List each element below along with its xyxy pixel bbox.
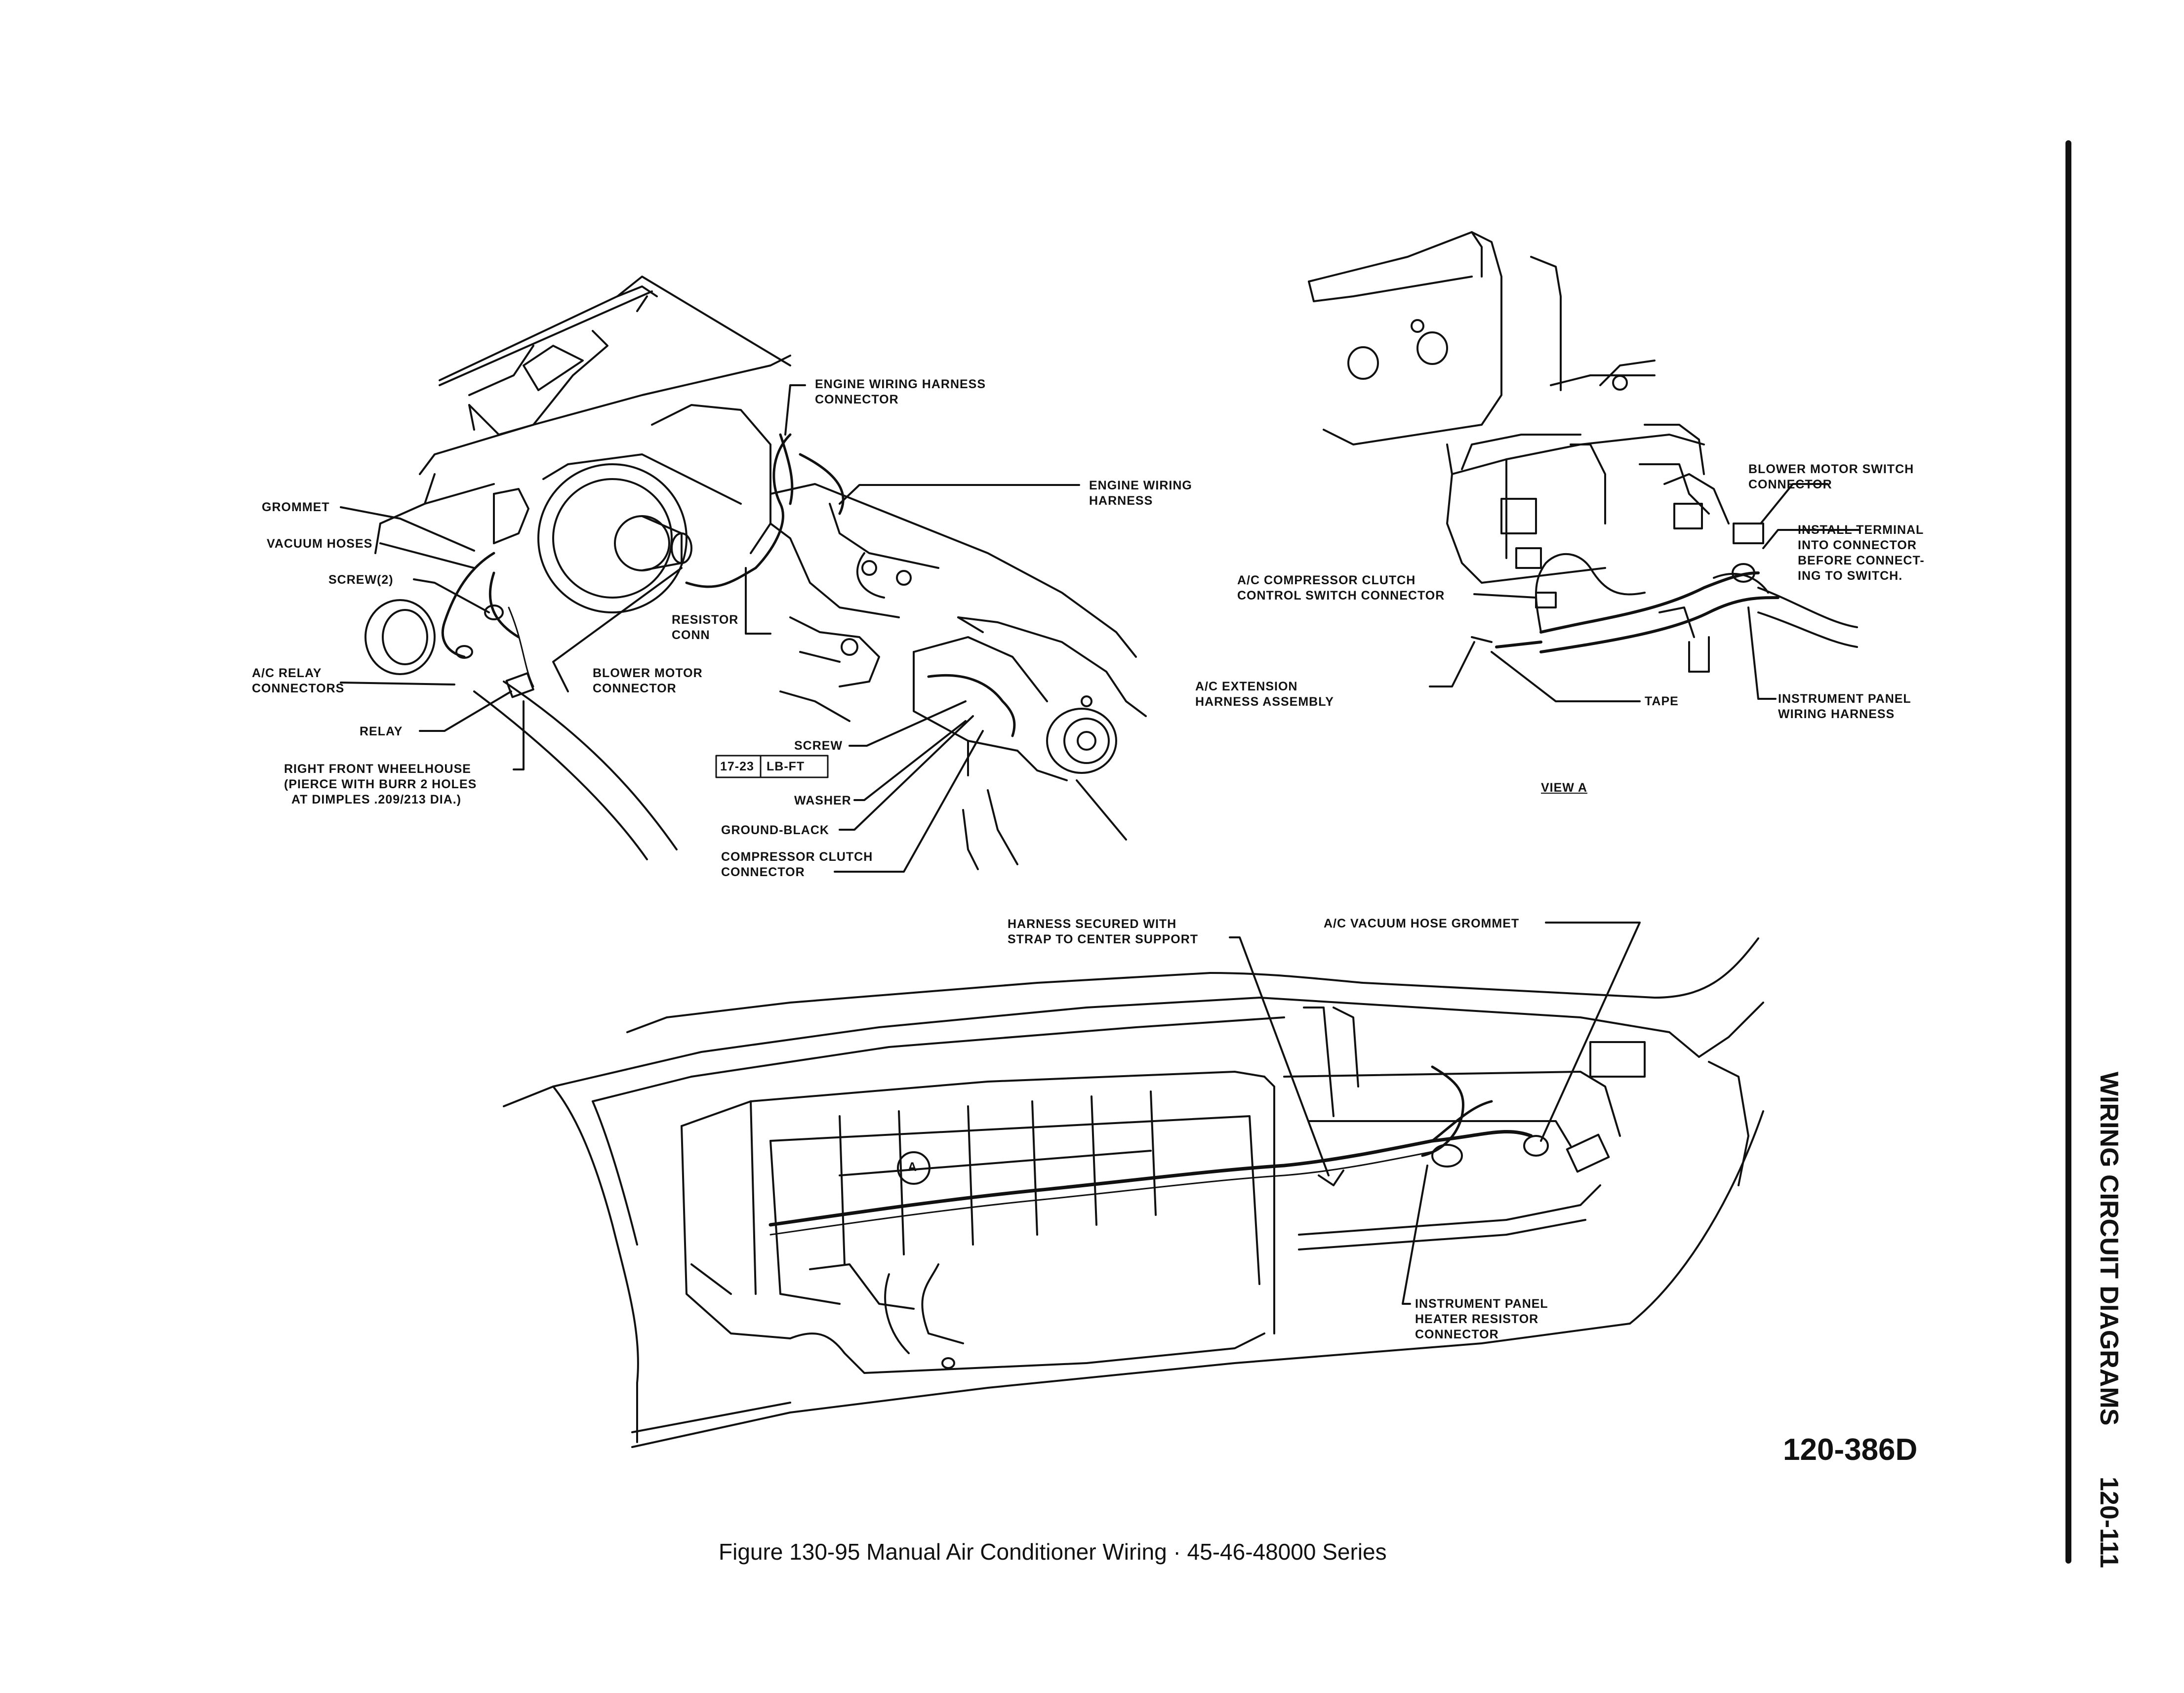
label-blower-motor-connector: BLOWER MOTOR CONNECTOR — [593, 666, 703, 695]
label-ac-vacuum-hose-grommet: A/C VACUUM HOSE GROMMET — [1324, 917, 1520, 930]
label-resistor-conn: RESISTOR CONN — [672, 613, 739, 642]
label-ac-extension-harness-assembly: A/C EXTENSION HARNESS ASSEMBLY — [1195, 680, 1334, 709]
label-instrument-panel-heater-resistor-connector: INSTRUMENT PANEL HEATER RESISTOR CONNECT… — [1415, 1297, 1548, 1341]
label-install-terminal: INSTALL TERMINAL INTO CONNECTOR BEFORE C… — [1798, 523, 1925, 583]
label-relay: RELAY — [360, 725, 403, 738]
torque-value: 17-23 — [720, 760, 754, 773]
engine-compartment-drawing — [340, 276, 1147, 873]
label-washer: WASHER — [794, 794, 851, 807]
torque-unit: LB-FT — [767, 760, 805, 773]
figure-caption: Figure 130-95 Manual Air Conditioner Wir… — [719, 1539, 1387, 1565]
label-screw: SCREW — [794, 739, 843, 753]
label-screw-2: SCREW(2) — [328, 573, 394, 587]
label-view-a: VIEW A — [1541, 781, 1587, 795]
figure-number: 120-386D — [1783, 1433, 1918, 1467]
label-engine-wiring-harness: ENGINE WIRING HARNESS — [1089, 479, 1192, 508]
label-ac-compressor-clutch-control-switch-connector: A/C COMPRESSOR CLUTCH CONTROL SWITCH CON… — [1237, 573, 1445, 603]
label-vacuum-hoses: VACUUM HOSES — [267, 537, 373, 551]
label-engine-wiring-harness-connector: ENGINE WIRING HARNESS CONNECTOR — [815, 377, 986, 406]
label-compressor-clutch-connector: COMPRESSOR CLUTCH CONNECTOR — [721, 850, 873, 879]
label-ac-relay-connectors: A/C RELAY CONNECTORS — [252, 666, 345, 695]
label-harness-secured: HARNESS SECURED WITH STRAP TO CENTER SUP… — [1008, 917, 1199, 946]
label-grommet: GROMMET — [262, 500, 330, 514]
label-instrument-panel-wiring-harness: INSTRUMENT PANEL WIRING HARNESS — [1778, 692, 1911, 721]
label-right-front-wheelhouse: RIGHT FRONT WHEELHOUSE (PIERCE WITH BURR… — [284, 762, 477, 806]
side-heading: WIRING CIRCUIT DIAGRAMS — [2095, 1072, 2123, 1426]
view-marker-a: A — [908, 1160, 918, 1174]
page-number: 120-111 — [2095, 1477, 2123, 1569]
label-blower-motor-switch-connector: BLOWER MOTOR SWITCH CONNECTOR — [1748, 462, 1914, 491]
label-ground-black: GROUND-BLACK — [721, 823, 829, 837]
label-tape: TAPE — [1645, 694, 1679, 708]
torque-box — [715, 755, 829, 778]
view-a-drawing — [1308, 231, 1860, 702]
instrument-panel-drawing — [503, 922, 1764, 1448]
